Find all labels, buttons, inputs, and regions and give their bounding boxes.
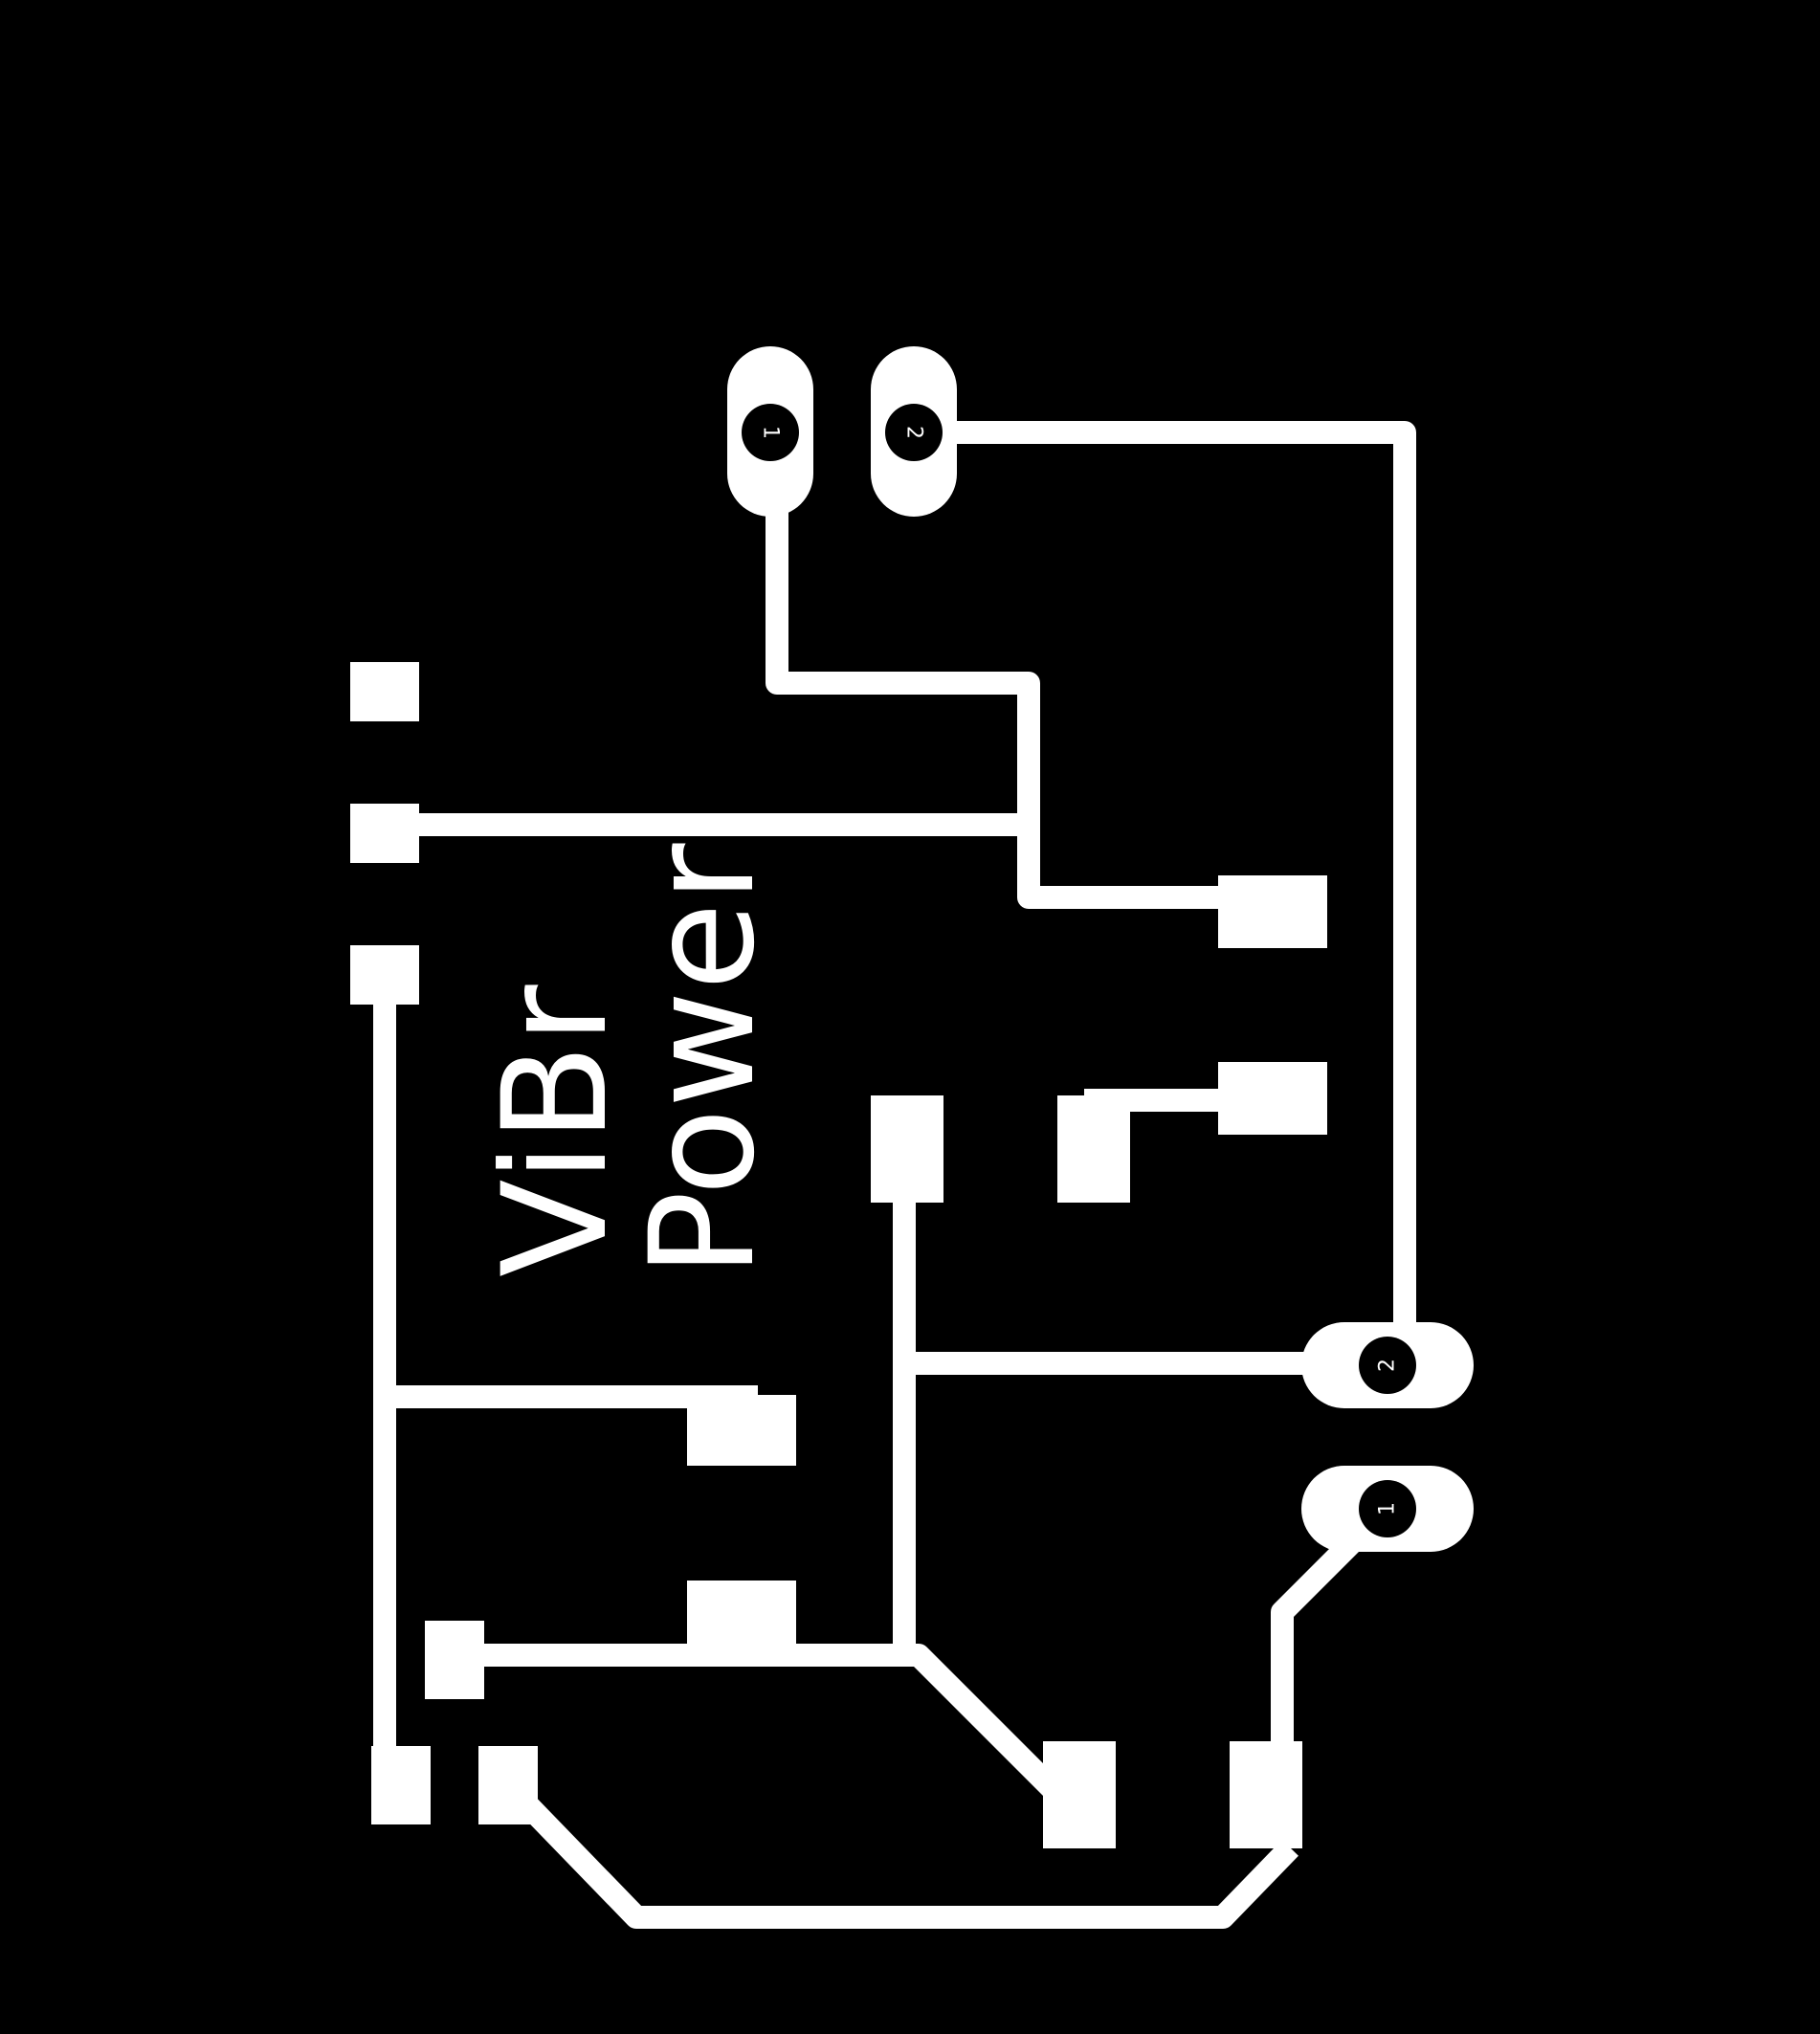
traces (373, 421, 1416, 1929)
connector-bottom-pin1-label: 1 (1376, 1502, 1400, 1515)
pad-mid-2 (687, 1581, 796, 1651)
trace-bottom-loop (500, 1778, 1298, 1929)
trace-top-pin1 (766, 496, 1255, 909)
pad-center-left (871, 1095, 943, 1203)
pad-bottom-2 (478, 1746, 538, 1824)
pad-small-left (425, 1621, 484, 1699)
pad-bottom-3 (1043, 1741, 1116, 1848)
pad-bottom-4 (1230, 1741, 1302, 1848)
connector-bottom: 2 1 (1301, 1322, 1474, 1552)
pad-bottom-1 (371, 1746, 431, 1824)
pads (350, 662, 1327, 1848)
board-labels: ViBr Power (473, 843, 787, 1277)
label-power: Power (620, 843, 787, 1277)
pad-right-top (1218, 875, 1327, 948)
pad-left-2 (350, 804, 419, 863)
pad-left-3 (350, 945, 419, 1005)
connector-top-pin2-label: 2 (902, 426, 926, 439)
connector-bottom-pin2-label: 2 (1376, 1359, 1400, 1372)
label-vibr: ViBr (473, 984, 639, 1277)
pad-left-1 (350, 662, 419, 721)
connector-top: 1 2 (727, 346, 957, 517)
connector-top-hole-2 (885, 404, 943, 461)
trace-center-bottom (443, 1644, 1088, 1824)
pad-mid-1 (687, 1395, 796, 1466)
connector-bottom-hole-2 (1359, 1337, 1416, 1394)
pad-right-mid (1218, 1062, 1327, 1135)
trace-bottom-pin1 (1271, 1519, 1375, 1772)
connector-top-hole-1 (742, 404, 799, 461)
pad-center-right (1057, 1095, 1130, 1203)
connector-bottom-hole-1 (1359, 1480, 1416, 1537)
connector-top-pin1-label: 1 (759, 426, 783, 439)
